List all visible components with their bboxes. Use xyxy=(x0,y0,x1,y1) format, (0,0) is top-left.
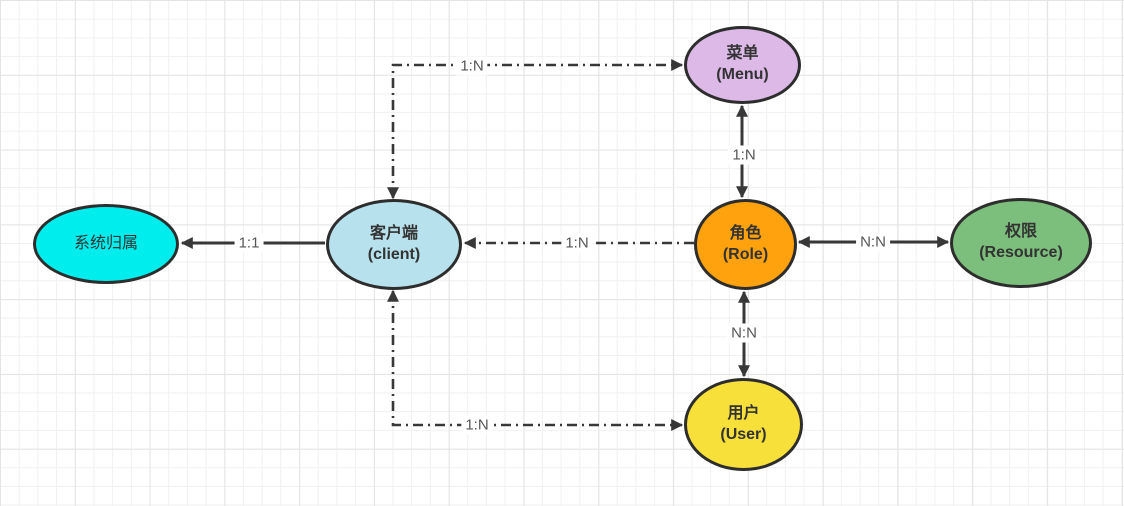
edge-label-client-system: 1:1 xyxy=(234,233,264,253)
node-system-label: 系统归属 xyxy=(73,234,138,252)
node-system-ownership[interactable]: 系统归属 xyxy=(33,204,179,284)
edge-label-role-user: N:N xyxy=(727,323,761,343)
edge-label-menu-role: 1:N xyxy=(728,145,760,165)
node-menu[interactable]: 菜单 (Menu) xyxy=(684,26,801,104)
node-resource[interactable]: 权限 (Resource) xyxy=(950,198,1092,288)
node-menu-sublabel: (Menu) xyxy=(716,66,769,83)
node-role-sublabel: (Role) xyxy=(722,245,769,263)
node-client[interactable]: 客户端 (client) xyxy=(326,199,462,290)
edge-client-user[interactable] xyxy=(387,289,684,431)
edge-label-role-resource: N:N xyxy=(856,232,890,252)
edge-label-client-user: 1:N xyxy=(461,415,493,435)
node-resource-sublabel: (Resource) xyxy=(979,244,1063,261)
node-menu-label: 菜单 xyxy=(726,45,759,63)
node-client-label: 客户端 xyxy=(369,224,418,242)
node-user-label: 用户 xyxy=(727,404,760,422)
edge-label-client-menu: 1:N xyxy=(456,56,488,76)
edge-client-menu[interactable] xyxy=(387,59,684,200)
edge-label-role-client: 1:N xyxy=(561,233,593,253)
node-role[interactable]: 角色 (Role) xyxy=(694,199,797,290)
node-role-label: 角色 xyxy=(729,224,762,242)
node-resource-label: 权限 xyxy=(1004,223,1037,241)
node-user-sublabel: (User) xyxy=(720,425,767,443)
node-user[interactable]: 用户 (User) xyxy=(684,378,803,471)
node-client-sublabel: (client) xyxy=(367,245,421,263)
